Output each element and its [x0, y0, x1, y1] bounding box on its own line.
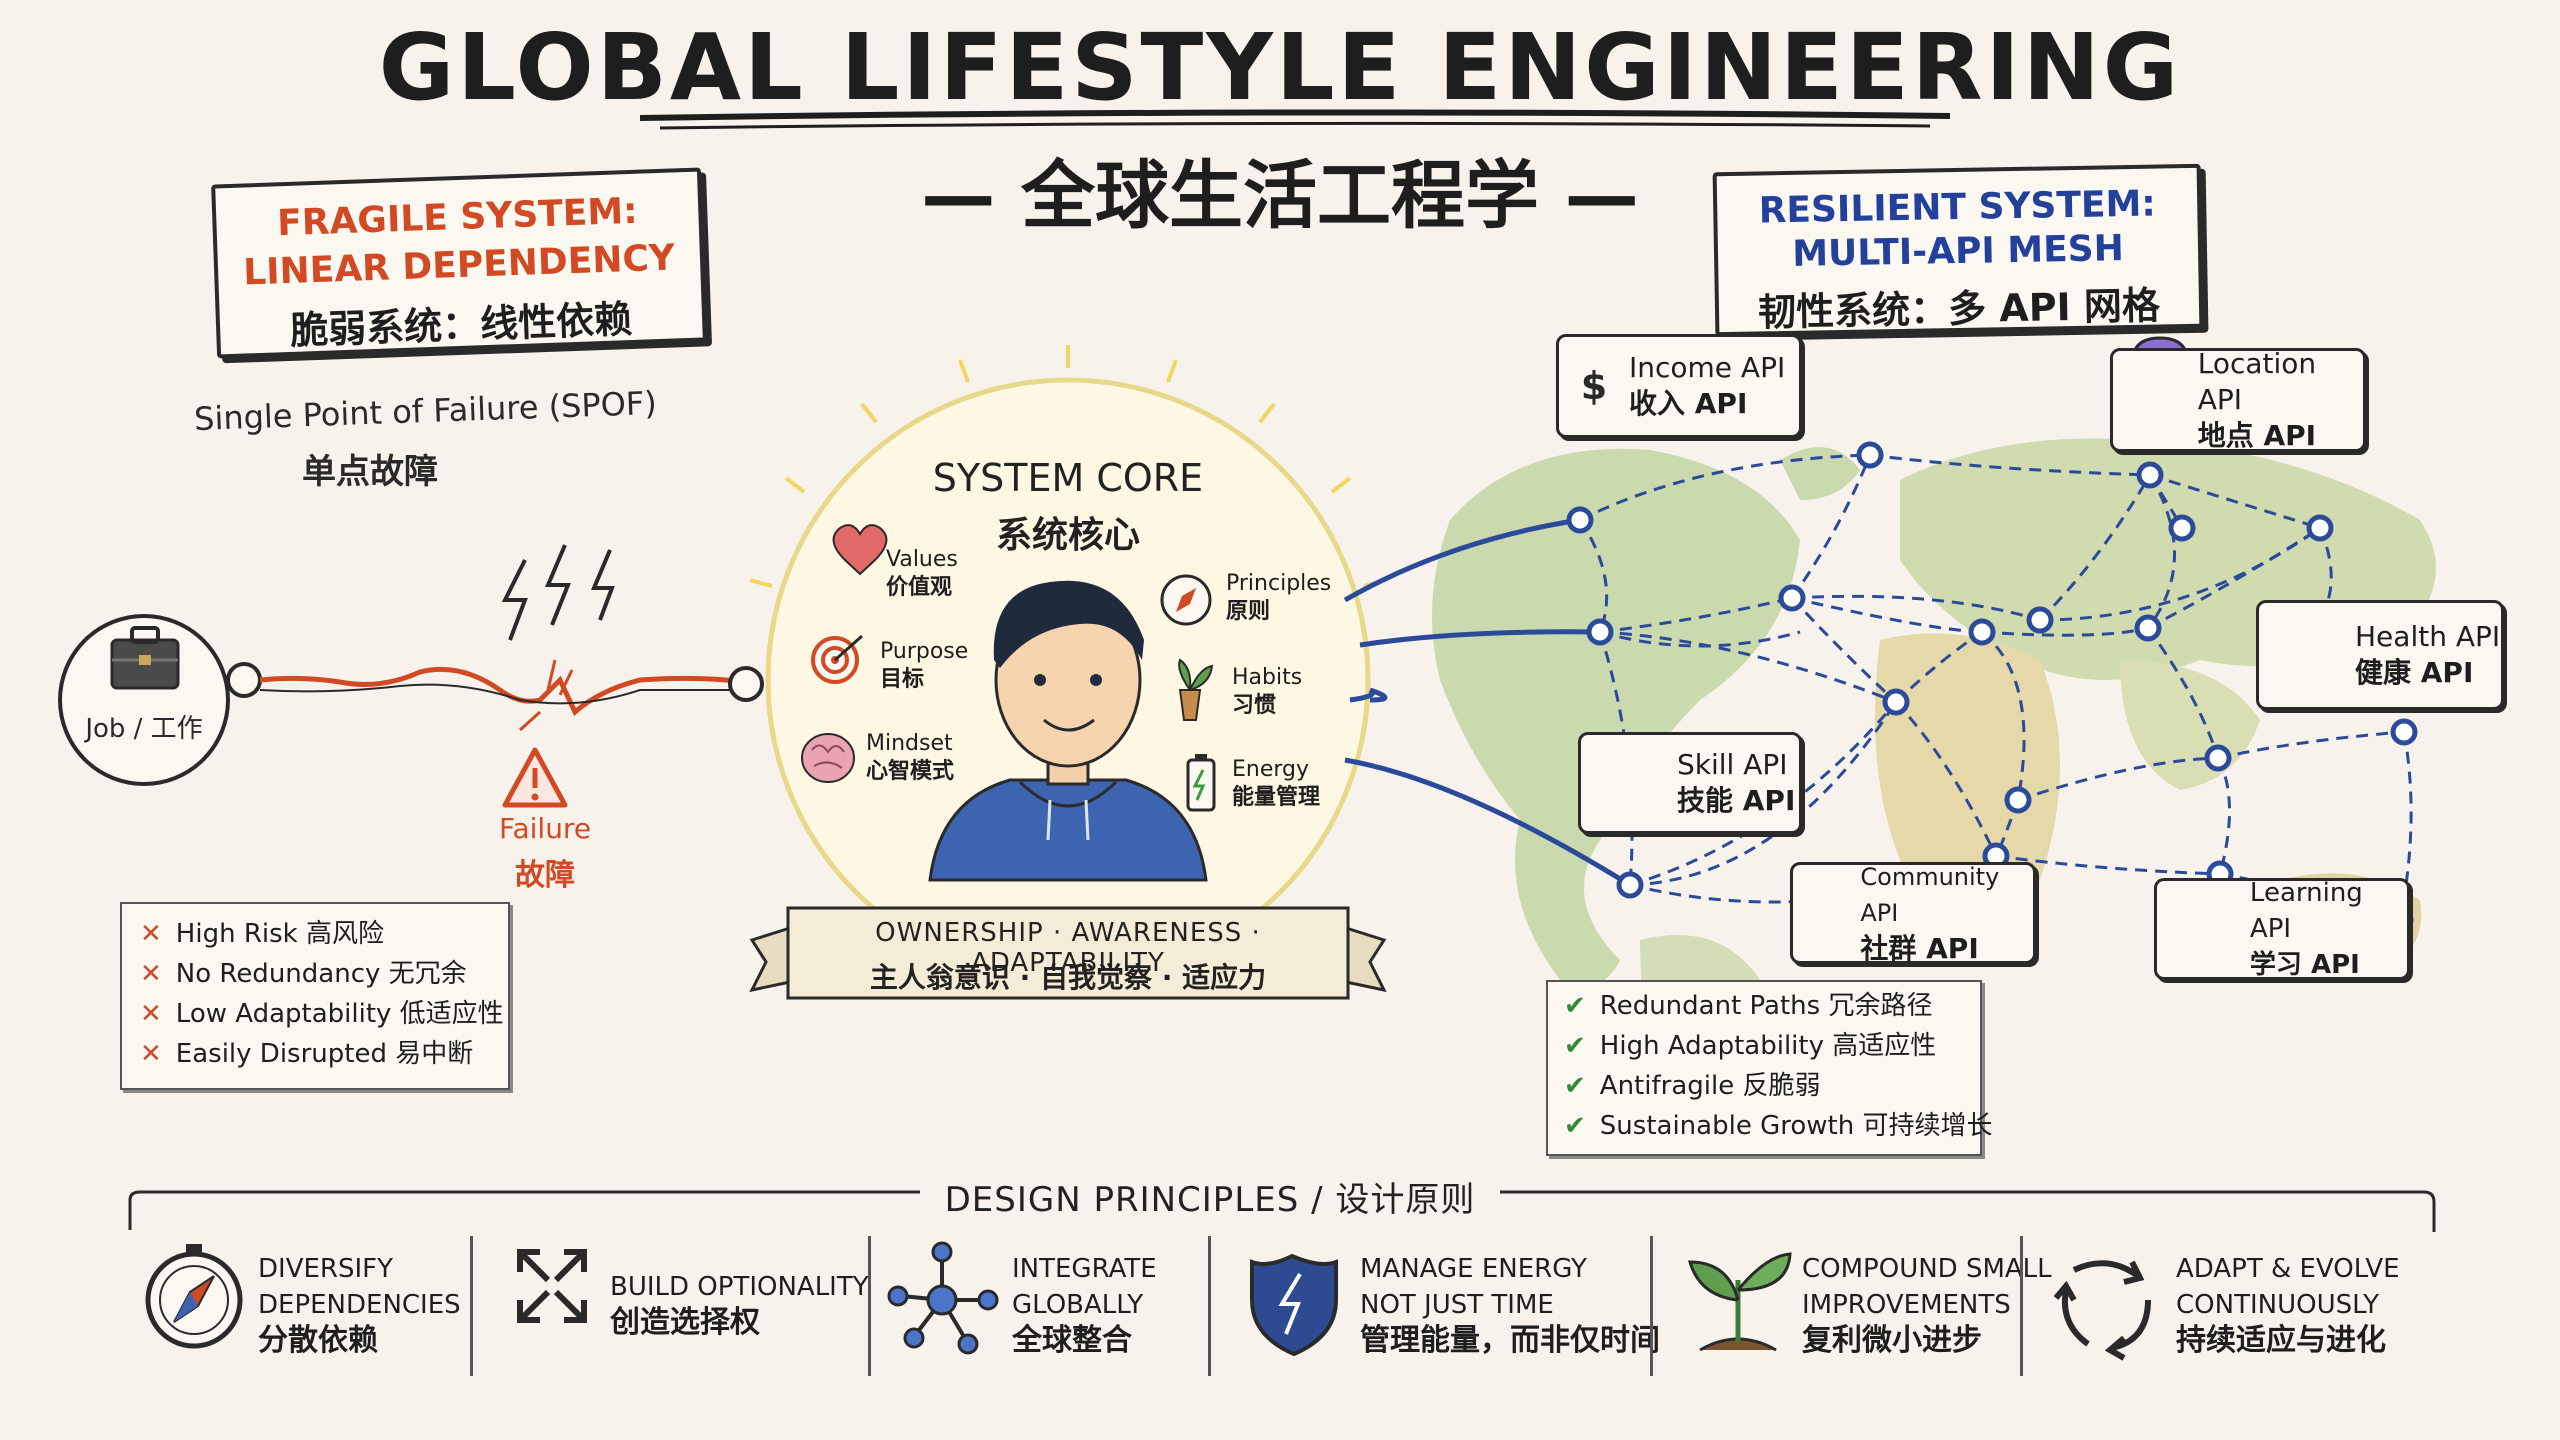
list-item: ✕Low Adaptability 低适应性: [140, 999, 504, 1029]
heart-icon: [832, 524, 888, 576]
resilient-title-box: RESILIENT SYSTEM: MULTI-API MESH 韧性系统：多 …: [1712, 163, 2204, 337]
divider: [470, 1236, 473, 1376]
job-label: Job / 工作: [85, 714, 203, 744]
core-title: SYSTEM CORE: [932, 456, 1204, 500]
check-icon: ✔: [1564, 991, 1586, 1021]
benefits-list: ✔Redundant Paths 冗余路径 ✔High Adaptability…: [1546, 980, 1993, 1156]
battery-icon: [1186, 754, 1216, 812]
x-mark-icon: ✕: [140, 999, 162, 1029]
shield-icon: [1250, 1253, 1338, 1357]
x-mark-icon: ✕: [140, 1039, 162, 1069]
plant-icon: [1178, 658, 1214, 721]
spof-label-zh: 单点故障: [302, 452, 438, 492]
briefcase-icon: [110, 626, 180, 690]
failure-label: Failure: [498, 812, 592, 845]
job-node: [58, 614, 230, 786]
cycle-icon: [2053, 1260, 2151, 1361]
list-item: ✔Antifragile 反脆弱: [1564, 1071, 1821, 1101]
divider: [868, 1236, 871, 1376]
person-illustration: [928, 580, 1208, 882]
divider: [1208, 1236, 1211, 1376]
core-banner-en: OWNERSHIP · AWARENESS · ADAPTABILITY: [875, 918, 1261, 978]
network-icon: [887, 1241, 999, 1355]
principles-header: DESIGN PRINCIPLES / 设计原则: [944, 1180, 1476, 1220]
sprout-icon: [1687, 1252, 1792, 1352]
compass-icon: [145, 1244, 243, 1349]
fragile-title-box: FRAGILE SYSTEM: LINEAR DEPENDENCY 脆弱系统：线…: [211, 167, 707, 359]
x-mark-icon: ✕: [140, 919, 162, 949]
list-item: ✕No Redundancy 无冗余: [140, 959, 467, 989]
resilient-title-line1: RESILIENT SYSTEM:: [1758, 183, 2157, 232]
list-item: ✕High Risk 高风险: [140, 919, 384, 949]
list-item: ✕Easily Disrupted 易中断: [140, 1039, 474, 1069]
risk-list: ✕High Risk 高风险 ✕No Redundancy 无冗余 ✕Low A…: [120, 902, 510, 1090]
divider: [2020, 1236, 2023, 1376]
page-subtitle: — 全球生活工程学 —: [921, 153, 1639, 239]
check-icon: ✔: [1564, 1111, 1586, 1141]
resilient-title-zh: 韧性系统：多 API 网格: [1757, 283, 2161, 335]
target-icon: [811, 634, 863, 684]
list-item: ✔High Adaptability 高适应性: [1564, 1031, 1937, 1061]
warning-icon: [502, 747, 568, 808]
x-mark-icon: ✕: [140, 959, 162, 989]
failure-label-zh: 故障: [515, 858, 575, 893]
list-item: ✔Redundant Paths 冗余路径: [1564, 991, 1933, 1021]
resilient-title-line2: MULTI-API MESH: [1791, 228, 2125, 275]
compass-icon: [1160, 574, 1212, 626]
check-icon: ✔: [1564, 1031, 1586, 1061]
check-icon: ✔: [1564, 1071, 1586, 1101]
core-title-zh: 系统核心: [995, 515, 1140, 556]
dollar-icon: $: [1580, 364, 1608, 408]
expand-arrows-icon: [517, 1249, 587, 1323]
core-banner-zh: 主人翁意识 · 自我觉察 · 适应力: [869, 961, 1267, 994]
list-item: ✔Sustainable Growth 可持续增长: [1564, 1111, 1993, 1141]
page-title: GLOBAL LIFESTYLE ENGINEERING: [378, 14, 2182, 121]
brain-icon: [801, 733, 855, 783]
divider: [1650, 1236, 1653, 1376]
